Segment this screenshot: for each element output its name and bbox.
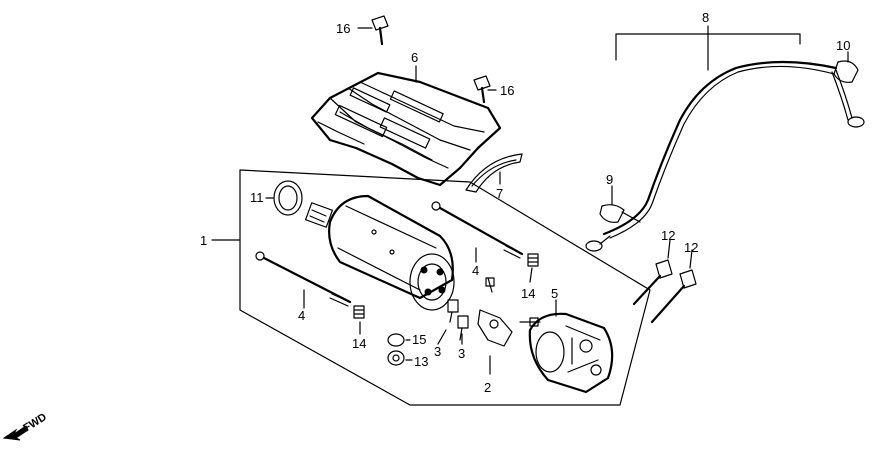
gasket-strip-part <box>465 153 523 193</box>
callout-3b: 3 <box>458 346 465 361</box>
washer-part-14b <box>353 305 365 319</box>
brush-part-3b <box>457 315 469 341</box>
terminal-boot-part-9 <box>599 204 641 223</box>
fwd-arrow-icon: FWD <box>2 411 49 441</box>
nut-part-13 <box>387 350 405 366</box>
callout-3a: 3 <box>434 344 441 359</box>
starter-cable-part <box>585 60 865 252</box>
callout-8: 8 <box>702 10 709 25</box>
o-ring-part <box>273 180 303 216</box>
bolt-part-16a <box>371 15 389 46</box>
callout-6: 6 <box>411 50 418 65</box>
callout-10: 10 <box>836 38 850 53</box>
starter-cover-part <box>310 71 502 187</box>
washer-part-14a <box>527 253 539 267</box>
callout-4b: 4 <box>298 308 305 323</box>
mount-bolt-12a <box>632 259 673 306</box>
rear-housing-part <box>528 312 614 394</box>
callout-labels: 16 16 6 7 8 10 9 11 1 4 4 14 14 5 15 13 … <box>200 10 850 395</box>
callout-14b: 14 <box>352 336 366 351</box>
callout-12b: 12 <box>684 240 698 255</box>
assembly-boundary <box>239 169 651 406</box>
terminal-boot-part-10 <box>833 60 859 83</box>
callout-13: 13 <box>414 354 428 369</box>
through-bolt-lower <box>255 251 352 307</box>
callout-5: 5 <box>551 286 558 301</box>
callout-16b: 16 <box>500 83 514 98</box>
brush-part-3a <box>447 299 459 323</box>
callout-2: 2 <box>484 380 491 395</box>
callout-1: 1 <box>200 233 207 248</box>
callout-7: 7 <box>496 186 503 201</box>
fwd-label: FWD <box>21 411 49 434</box>
seal-part-15 <box>387 333 405 347</box>
callout-14a: 14 <box>521 286 535 301</box>
callout-11: 11 <box>250 190 264 205</box>
callout-15: 15 <box>412 332 426 347</box>
bolt-part-16b <box>473 75 491 104</box>
starter-motor-part <box>304 194 455 311</box>
callout-4a: 4 <box>472 263 479 278</box>
through-bolt-upper <box>431 201 524 259</box>
mount-bolt-12b <box>650 269 697 324</box>
callout-16a: 16 <box>336 21 350 36</box>
leader-lines <box>211 25 849 375</box>
callout-9: 9 <box>606 172 613 187</box>
callout-12a: 12 <box>661 228 675 243</box>
